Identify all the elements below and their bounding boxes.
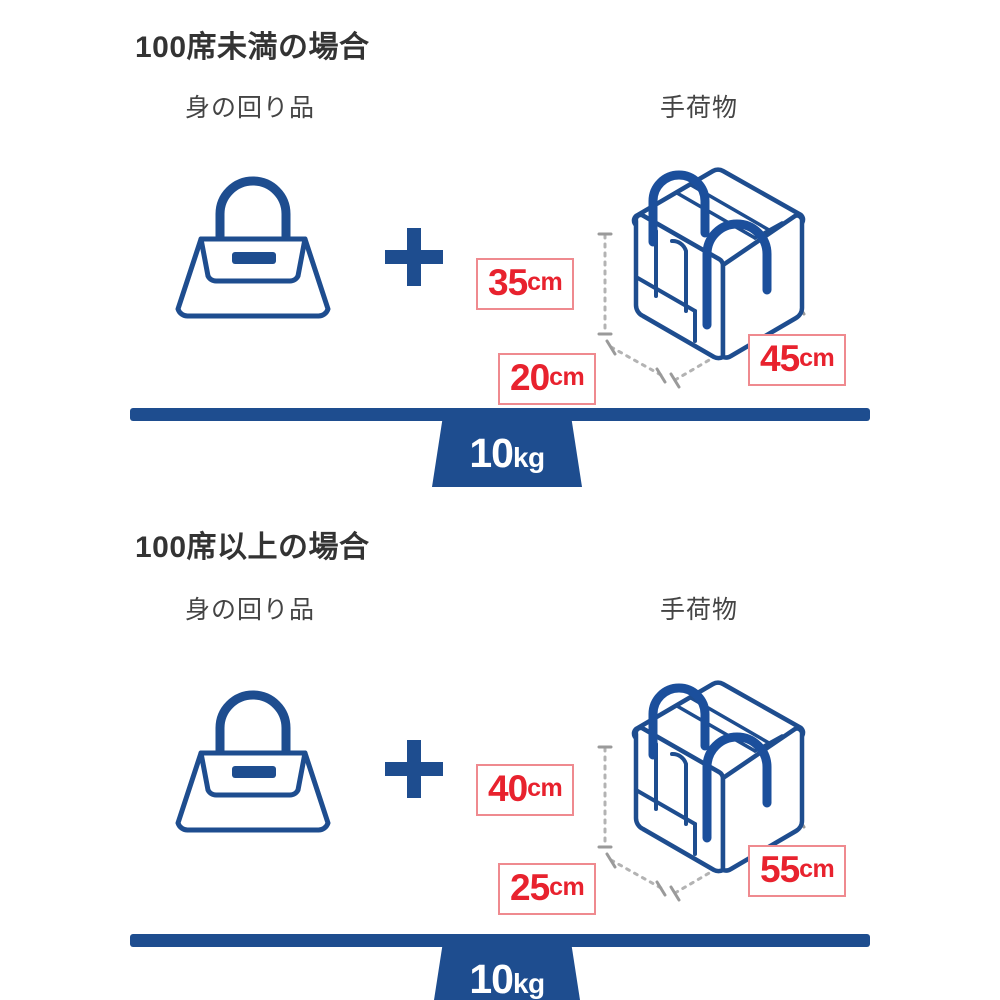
carry-on-label: 手荷物 bbox=[660, 94, 739, 122]
dimension-width-badge: 45 cm bbox=[748, 334, 847, 386]
dimension-height-unit: cm bbox=[527, 267, 563, 296]
weight-value: 10 bbox=[469, 955, 514, 1000]
scale-beam bbox=[130, 934, 870, 947]
dimension-width-value: 55 bbox=[760, 849, 800, 890]
dimension-width-badge: 55 cm bbox=[748, 845, 847, 897]
dimension-height-badge: 35 cm bbox=[476, 258, 575, 310]
dimension-depth-unit: cm bbox=[549, 872, 585, 901]
dimension-height-unit: cm bbox=[527, 773, 563, 802]
section-title: 100席未満の場合 bbox=[135, 31, 370, 64]
scale-base: 10 kg bbox=[432, 945, 582, 1000]
weight-scale: 10 kg bbox=[0, 408, 1000, 508]
dimension-depth-badge: 20 cm bbox=[498, 353, 597, 405]
dimension-height-badge: 40 cm bbox=[476, 764, 575, 816]
plus-icon bbox=[385, 740, 443, 798]
scale-beam bbox=[130, 408, 870, 421]
dimension-height-value: 40 bbox=[488, 768, 528, 809]
dimension-depth-value: 20 bbox=[510, 357, 550, 398]
dimension-height-value: 35 bbox=[488, 262, 528, 303]
weight-unit: kg bbox=[512, 441, 545, 473]
handbag-icon bbox=[168, 690, 338, 833]
dimension-width-unit: cm bbox=[799, 854, 835, 883]
section-100-seats-or-more: 100席以上の場合 身の回り品 手荷物 bbox=[0, 500, 1000, 1000]
section-title: 100席以上の場合 bbox=[135, 531, 370, 564]
handbag-icon bbox=[168, 176, 338, 319]
personal-item-label: 身の回り品 bbox=[185, 596, 316, 624]
dimension-depth-badge: 25 cm bbox=[498, 863, 597, 915]
personal-item-label: 身の回り品 bbox=[185, 94, 316, 122]
dimension-width-unit: cm bbox=[799, 343, 835, 372]
weight-value: 10 bbox=[469, 429, 514, 476]
weight-scale: 10 kg bbox=[0, 934, 1000, 1000]
weight-unit: kg bbox=[512, 967, 545, 999]
carry-on-label: 手荷物 bbox=[660, 596, 739, 624]
dimension-width-value: 45 bbox=[760, 338, 800, 379]
section-under-100-seats: 100席未満の場合 身の回り品 手荷物 bbox=[135, 31, 847, 405]
dimension-depth-value: 25 bbox=[510, 867, 550, 908]
carry-on-bag-icon bbox=[595, 135, 845, 390]
scale-base: 10 kg bbox=[432, 419, 582, 487]
carry-on-bag-icon bbox=[595, 648, 845, 903]
plus-icon bbox=[385, 228, 443, 286]
dimension-depth-unit: cm bbox=[549, 362, 585, 391]
